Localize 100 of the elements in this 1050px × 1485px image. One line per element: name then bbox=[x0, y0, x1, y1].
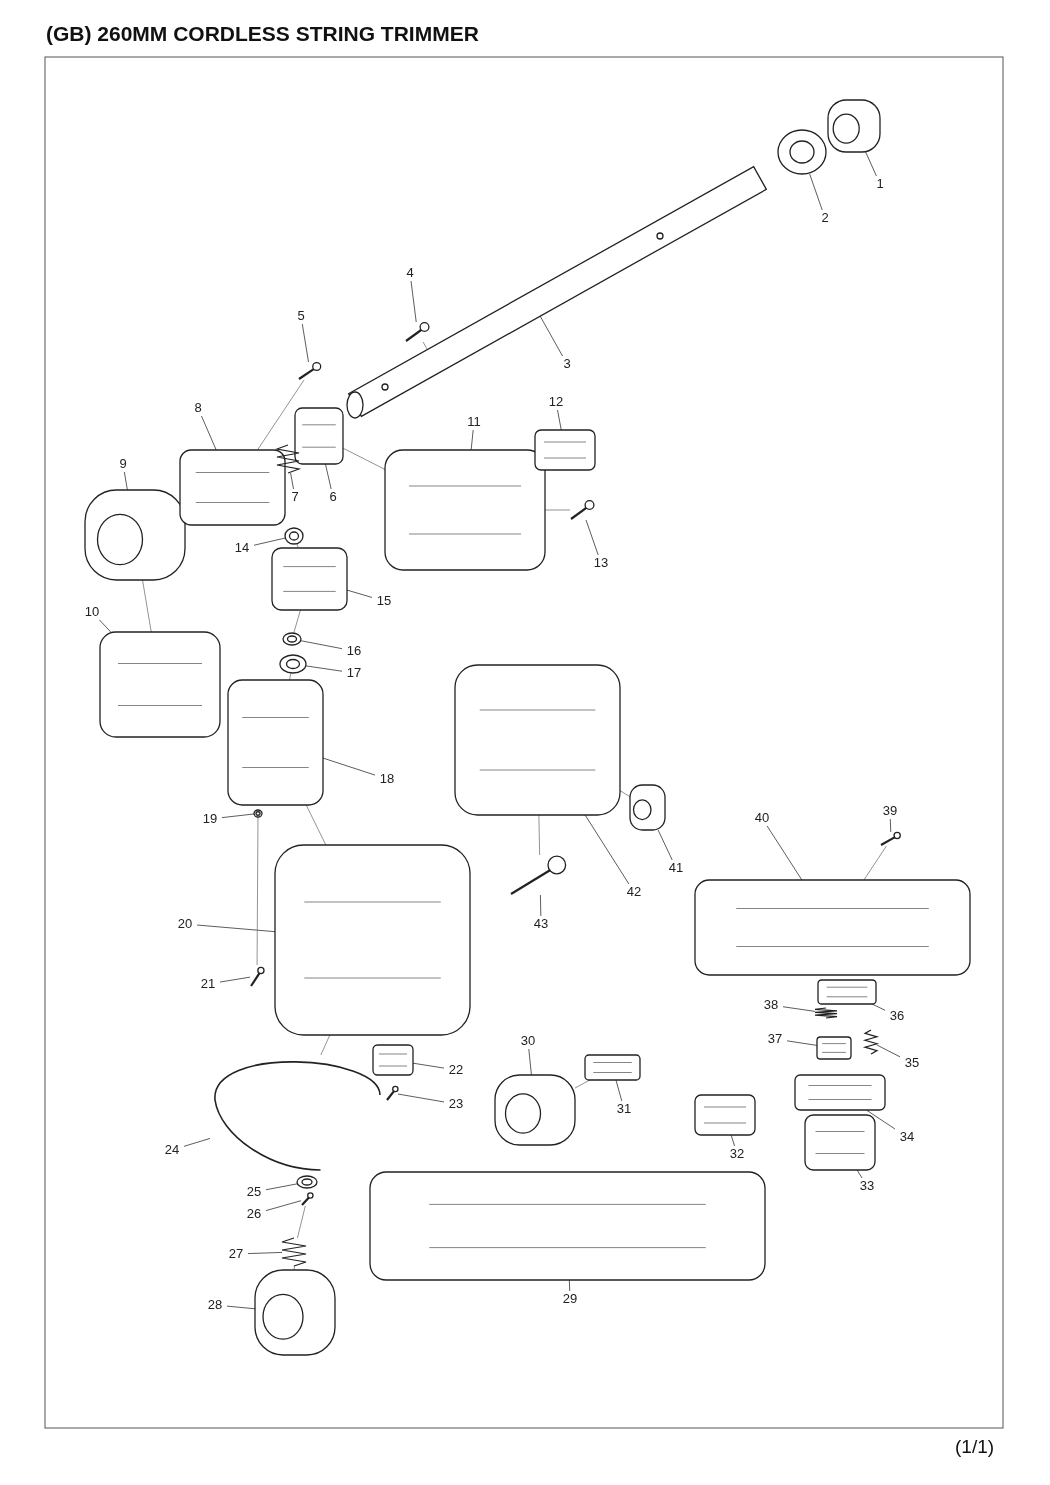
screw-drawing bbox=[386, 1085, 399, 1101]
housing-drawing bbox=[384, 449, 546, 571]
callout-number: 16 bbox=[342, 643, 366, 659]
leader-line bbox=[253, 537, 286, 546]
callout-number: 40 bbox=[750, 810, 774, 826]
callout-number: 38 bbox=[759, 997, 783, 1013]
callout-number: 14 bbox=[230, 540, 254, 556]
leader-line bbox=[219, 976, 251, 983]
callout-number: 2 bbox=[813, 210, 837, 226]
callout-number: 20 bbox=[173, 916, 197, 932]
bearing-drawing bbox=[279, 654, 307, 674]
bolt-drawing bbox=[510, 855, 567, 895]
screw-drawing bbox=[405, 321, 430, 342]
callout-number: 39 bbox=[878, 803, 902, 819]
callout-number: 8 bbox=[186, 400, 210, 416]
page-number: (1/1) bbox=[955, 1436, 995, 1458]
bearing-drawing bbox=[284, 527, 304, 545]
leader-line bbox=[809, 173, 823, 211]
leader-line bbox=[301, 323, 309, 363]
switch-drawing bbox=[817, 979, 877, 1005]
assembly-line bbox=[320, 1034, 331, 1056]
leader-line bbox=[397, 1093, 445, 1103]
tube-drawing bbox=[346, 165, 768, 419]
assembly-line bbox=[538, 814, 541, 856]
spring-drawing bbox=[862, 1029, 880, 1055]
callout-number: 23 bbox=[444, 1096, 468, 1112]
callout-number: 34 bbox=[895, 1129, 919, 1145]
callout-number: 24 bbox=[160, 1142, 184, 1158]
head-cap-drawing bbox=[84, 489, 186, 581]
callout-number: 10 bbox=[80, 604, 104, 620]
assembly-line bbox=[296, 543, 299, 549]
assembly-line bbox=[422, 341, 428, 350]
housing-drawing bbox=[179, 449, 286, 526]
leader-line bbox=[585, 519, 599, 556]
callout-number: 12 bbox=[544, 394, 568, 410]
leader-line bbox=[226, 1305, 256, 1310]
screw-drawing bbox=[298, 361, 322, 380]
callout-number: 31 bbox=[612, 1101, 636, 1117]
screw-drawing bbox=[250, 966, 265, 987]
title: (GB) 260MM CORDLESS STRING TRIMMER bbox=[46, 22, 479, 46]
callout-number: 42 bbox=[622, 884, 646, 900]
leader-line bbox=[470, 429, 474, 451]
leader-line bbox=[528, 1048, 532, 1076]
fan-drawing bbox=[227, 679, 324, 806]
callout-number: 26 bbox=[242, 1206, 266, 1222]
leader-line bbox=[183, 1138, 211, 1147]
leader-line bbox=[766, 825, 803, 881]
wire-loop-drawing bbox=[214, 1061, 381, 1171]
callout-number: 27 bbox=[224, 1246, 248, 1262]
callout-number: 29 bbox=[558, 1291, 582, 1307]
assembly-line bbox=[863, 845, 887, 881]
screw-drawing bbox=[301, 1192, 314, 1206]
leader-line bbox=[540, 894, 542, 917]
assembly-line bbox=[305, 804, 327, 846]
callout-number: 1 bbox=[868, 176, 892, 192]
plate-drawing bbox=[294, 407, 344, 465]
callout-number: 6 bbox=[321, 489, 345, 505]
o-ring-drawing bbox=[253, 809, 263, 818]
leader-line bbox=[196, 924, 276, 933]
spring-drawing bbox=[281, 1237, 307, 1267]
leader-line bbox=[290, 472, 294, 490]
callout-number: 21 bbox=[196, 976, 220, 992]
callout-number: 43 bbox=[529, 916, 553, 932]
assembly-line bbox=[256, 816, 259, 966]
switch-drawing bbox=[816, 1036, 852, 1060]
sleeve-drawing bbox=[777, 129, 827, 175]
callout-number: 11 bbox=[462, 414, 486, 430]
leader-line bbox=[221, 813, 255, 819]
leader-line bbox=[539, 315, 563, 357]
callout-number: 32 bbox=[725, 1146, 749, 1162]
loop-handle-drawing bbox=[454, 664, 621, 816]
leader-line bbox=[889, 818, 892, 833]
leader-line bbox=[265, 1200, 302, 1211]
handle-drawing bbox=[369, 1171, 766, 1281]
callout-number: 4 bbox=[398, 265, 422, 281]
leader-line bbox=[876, 1044, 901, 1058]
leader-line bbox=[325, 463, 332, 490]
spring-drawing bbox=[814, 1007, 838, 1019]
leader-line bbox=[856, 1169, 863, 1179]
leader-line bbox=[410, 280, 417, 323]
plate-drawing bbox=[534, 429, 596, 471]
leader-line bbox=[584, 814, 630, 885]
callout-number: 41 bbox=[664, 860, 688, 876]
leader-line bbox=[265, 1183, 298, 1191]
assembly-line bbox=[297, 1205, 306, 1239]
callout-number: 15 bbox=[372, 593, 396, 609]
leader-line bbox=[247, 1252, 283, 1254]
leader-line bbox=[782, 1006, 816, 1012]
assembly-line bbox=[142, 579, 152, 633]
comb-drawing bbox=[694, 1094, 756, 1136]
callout-number: 37 bbox=[763, 1031, 787, 1047]
leader-line bbox=[657, 829, 673, 861]
callout-number: 5 bbox=[289, 308, 313, 324]
knob-drawing bbox=[629, 784, 666, 831]
callout-number: 3 bbox=[555, 356, 579, 372]
callout-number: 18 bbox=[375, 771, 399, 787]
callout-number: 9 bbox=[111, 456, 135, 472]
end-cap-drawing bbox=[827, 99, 881, 153]
leader-line bbox=[201, 415, 217, 451]
assembly-line bbox=[257, 379, 305, 451]
